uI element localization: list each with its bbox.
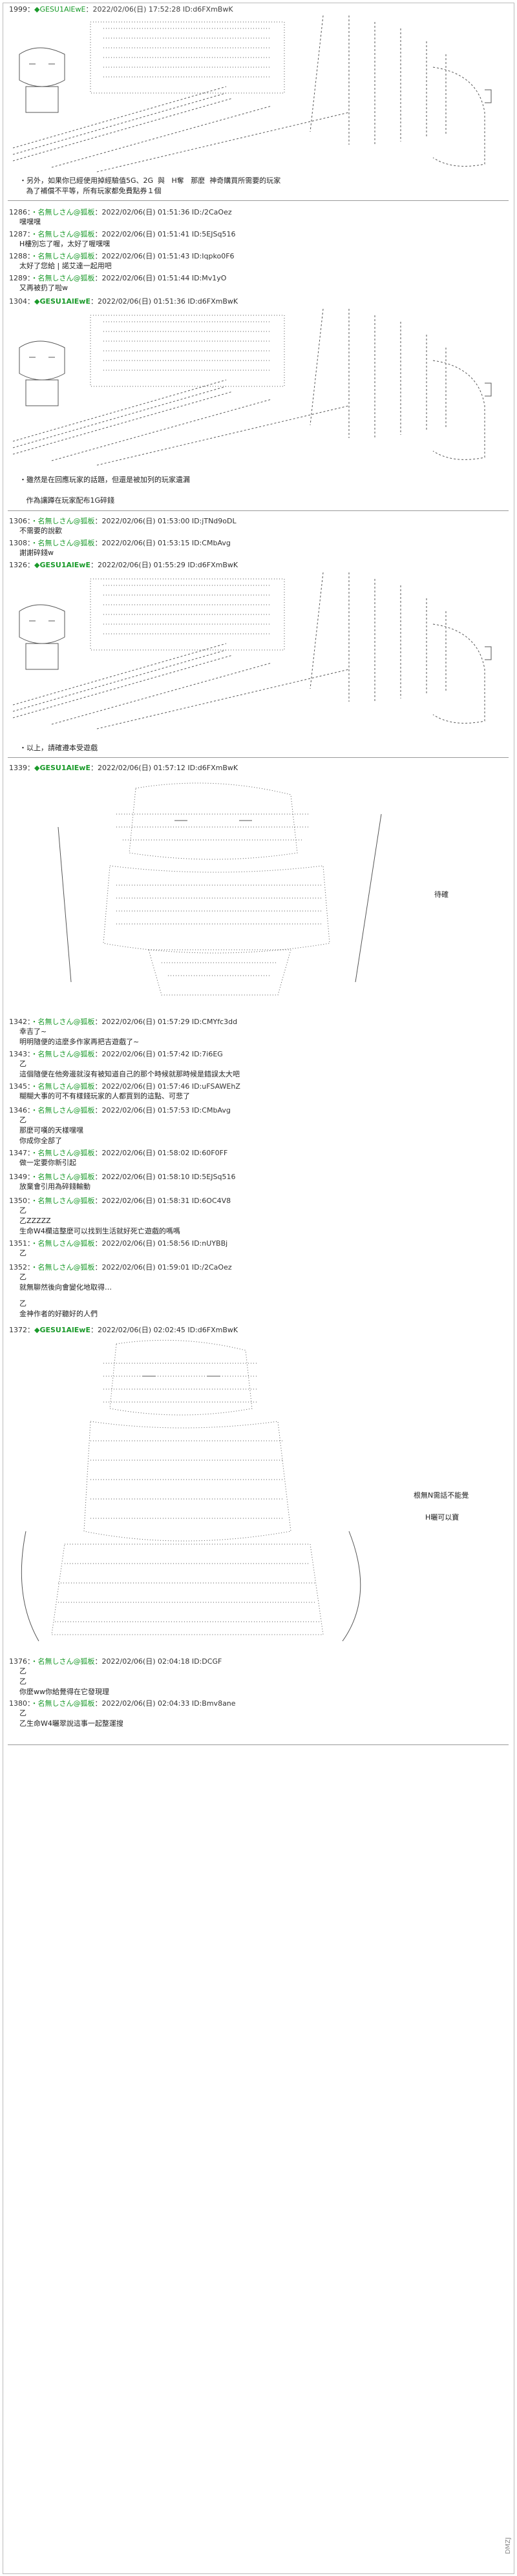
- watermark-text: DMZJ: [505, 2537, 512, 2555]
- post-header: 1350：・名無しさん@狐板：2022/02/06(日) 01:58:31 ID…: [9, 1197, 231, 1205]
- post-header: 1352：・名無しさん@狐板：2022/02/06(日) 01:59:01 ID…: [9, 1263, 232, 1272]
- post-body: ・雖然是在回應玩家的話題，但還是被加列的玩家遺漏 作為讓蹲在玩家配布1G碎錢: [19, 476, 190, 505]
- aa-character: [19, 47, 65, 113]
- post-body: 不需要的說歡: [19, 527, 62, 535]
- ascii-art-character-2: [21, 1339, 361, 1642]
- post-body: 乙 乙 你麼ww你給覺得在它發現理: [19, 1667, 109, 1696]
- post-body: 嘿嘿嘿: [19, 218, 41, 226]
- speech-label: 根無N需話不能覺: [414, 1491, 469, 1500]
- post-header: 1287：・名無しさん@狐板：2022/02/06(日) 01:51:41 ID…: [9, 230, 236, 238]
- post-header: 1345：・名無しさん@狐板：2022/02/06(日) 01:57:46 ID…: [9, 1082, 240, 1091]
- separator: [8, 757, 509, 758]
- post-body: 乙 那麼可嘆的天樣嘿嘿 你成你全部了: [19, 1116, 83, 1145]
- post-header: 1289：・名無しさん@狐板：2022/02/06(日) 01:51:44 ID…: [9, 274, 227, 282]
- post-header: 1376：・名無しさん@狐板：2022/02/06(日) 02:04:18 ID…: [9, 1657, 222, 1666]
- ascii-art-character-1: [58, 782, 382, 996]
- separator: [8, 1744, 509, 1745]
- post-body: ・另外，如果你已經使用掉經驗值5G、2G 與 H奪 那麼 神奇購買所需要的玩家 …: [19, 176, 281, 195]
- post-body: 乙 乙ZZZZZ 生命W4欄這整麼可以找到生活就好死亡遊戲的嗎嗎: [19, 1206, 180, 1235]
- ascii-art-room-1: [13, 16, 492, 173]
- aa-window-grid: [90, 21, 285, 94]
- page-frame: [3, 3, 514, 2574]
- aa-floor-lines: [13, 86, 350, 173]
- post-body: 乙 這個隨便在他旁邊就沒有被知道自己的那个時候就那時候是錯誤太大吧: [19, 1060, 240, 1078]
- post-header: 1346：・名無しさん@狐板：2022/02/06(日) 01:57:53 ID…: [9, 1106, 231, 1115]
- aa-door: [432, 67, 485, 167]
- post-header: 1326：◆GESU1AlEwE：2022/02/06(日) 01:55:29 …: [9, 561, 238, 569]
- post-header: 1372：◆GESU1AlEwE：2022/02/06(日) 02:02:45 …: [9, 1326, 238, 1334]
- post-header: 1304：◆GESU1AlEwE：2022/02/06(日) 01:51:36 …: [9, 297, 238, 306]
- post-body: 做一定要你新引起: [19, 1158, 76, 1167]
- post-body: 幸吉了~ 明明隨便的這麼多作家再把吉遊戲了~: [19, 1027, 140, 1046]
- speech-label: 待確: [434, 890, 448, 899]
- author-name: ◆GESU1AlEwE: [34, 5, 86, 14]
- post-header: 1351：・名無しさん@狐板：2022/02/06(日) 01:58:56 ID…: [9, 1239, 228, 1248]
- post-header: 1342：・名無しさん@狐板：2022/02/06(日) 01:57:29 ID…: [9, 1018, 238, 1026]
- post-header: 1308：・名無しさん@狐板：2022/02/06(日) 01:53:15 ID…: [9, 539, 231, 547]
- post-body: 又再被扔了啦w: [19, 284, 68, 292]
- aa-character-body: [58, 782, 382, 996]
- post-body: 乙 金神作者的好聽好的人們: [19, 1299, 98, 1318]
- post-header: 1347：・名無しさん@狐板：2022/02/06(日) 01:58:02 ID…: [9, 1149, 228, 1157]
- post-header: 1343：・名無しさん@狐板：2022/02/06(日) 01:57:42 ID…: [9, 1050, 223, 1058]
- post-header: 1339：◆GESU1AlEwE：2022/02/06(日) 01:57:12 …: [9, 764, 238, 772]
- post-body: 謝謝碎錢w: [19, 549, 54, 557]
- post-header: 1286：・名無しさん@狐板：2022/02/06(日) 01:51:36 ID…: [9, 208, 232, 216]
- post-body: 乙 就無聊然後向會變化地取得…: [19, 1273, 112, 1292]
- ascii-art-room-3: [13, 572, 492, 729]
- speech-label: H曬可以寶: [425, 1513, 459, 1522]
- post-body: 乙: [19, 1249, 26, 1257]
- post-header: 1288：・名無しさん@狐板：2022/02/06(日) 01:51:43 ID…: [9, 252, 235, 260]
- separator: [8, 510, 509, 511]
- post-body: 太好了您給 | 諾艾達一起用吧: [19, 262, 112, 270]
- aa-door-handle: [485, 89, 492, 103]
- post-header: 1306：・名無しさん@狐板：2022/02/06(日) 01:53:00 ID…: [9, 517, 237, 525]
- aa-pillars: [310, 16, 447, 145]
- post-body: 糊糊大事的可不有樣錢玩家的人都買到的這點、可悲了: [19, 1092, 190, 1100]
- separator: [8, 200, 509, 201]
- post-body: H樓別忘了喔，太好了喔嘿嘿: [19, 240, 111, 248]
- post-header: 1999：◆GESU1AlEwE：2022/02/06(日) 17:52:28 …: [9, 5, 233, 14]
- post-body: ・以上，請確遵本受遊戲: [19, 744, 98, 752]
- post-header: 1380：・名無しさん@狐板：2022/02/06(日) 02:04:33 ID…: [9, 1699, 236, 1708]
- post-body: 放棄會引用為碎錢輸動: [19, 1182, 90, 1191]
- aa-character-body-2: [21, 1339, 361, 1642]
- post-header: 1349：・名無しさん@狐板：2022/02/06(日) 01:58:10 ID…: [9, 1173, 236, 1181]
- post-body: 乙 乙生命W4曬翠說這事一起整運搜: [19, 1709, 123, 1728]
- ascii-art-room-2: [13, 309, 492, 466]
